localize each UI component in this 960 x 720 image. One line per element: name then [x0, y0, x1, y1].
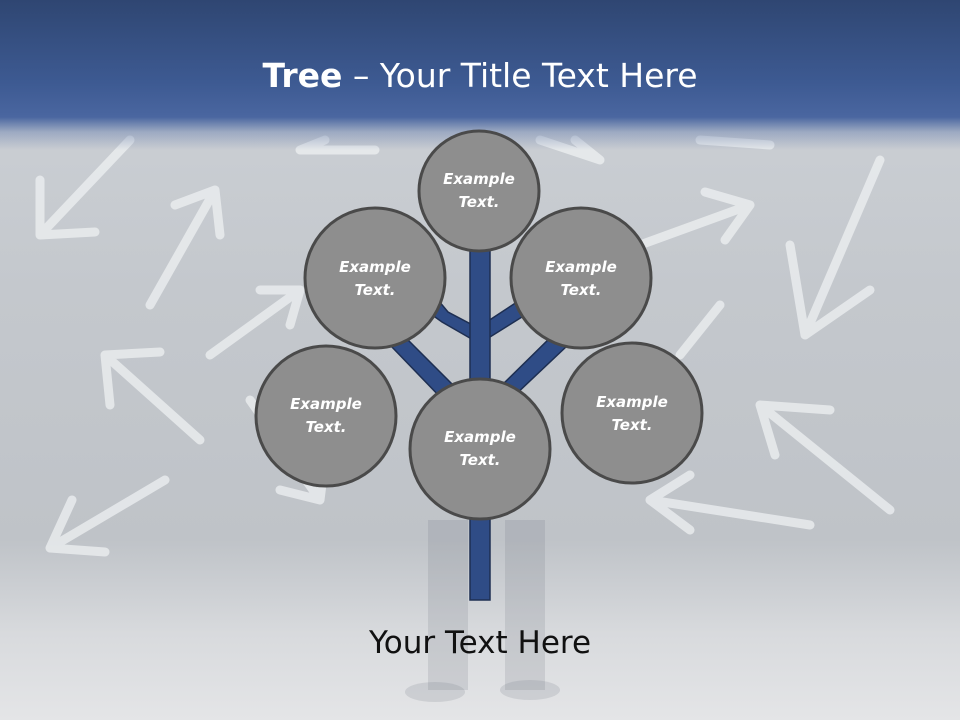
chalk-arrow	[35, 135, 135, 240]
node-top-label: Example Text.	[419, 168, 539, 214]
node-lower-left-label: Example Text.	[266, 393, 386, 439]
node-lower-right-circle	[560, 341, 704, 485]
chalk-arrow	[145, 185, 225, 310]
person-silhouette-leg	[428, 520, 468, 690]
node-center-label: Example Text.	[420, 426, 540, 472]
person-silhouette-shoe	[405, 682, 465, 702]
node-lower-right-label: Example Text.	[572, 391, 692, 437]
node-lower-left-circle	[254, 344, 398, 488]
chalk-arrow	[755, 400, 895, 515]
node-label-line: Example	[443, 170, 515, 188]
node-upper-right-label: Example Text.	[521, 256, 641, 302]
node-label-line: Example	[545, 258, 617, 276]
chalk-arrow	[635, 187, 755, 250]
node-label-line: Example	[339, 258, 411, 276]
slide-title: Tree – Your Title Text Here	[0, 54, 960, 98]
person-silhouette-leg	[505, 520, 545, 690]
node-label-line: Text.	[459, 451, 501, 469]
chalk-arrow	[100, 347, 205, 445]
chalk-arrow	[785, 155, 885, 340]
node-label-line: Text.	[354, 281, 396, 299]
node-label-line: Example	[444, 428, 516, 446]
chalk-arrow	[675, 300, 725, 360]
node-label-line: Text.	[560, 281, 602, 299]
node-label-line: Example	[290, 395, 362, 413]
node-label-line: Text.	[305, 418, 347, 436]
chalk-arrow	[645, 470, 815, 535]
slide-caption: Your Text Here	[368, 625, 592, 661]
node-upper-left-label: Example Text.	[315, 256, 435, 302]
chalk-arrow	[205, 285, 305, 360]
node-top-circle	[417, 129, 541, 253]
node-center-circle	[408, 377, 552, 521]
chalk-arrow	[45, 475, 170, 557]
node-label-line: Text.	[611, 416, 653, 434]
title-bold: Tree	[262, 56, 343, 95]
node-label-line: Example	[596, 393, 668, 411]
node-upper-left-circle	[303, 206, 447, 350]
person-silhouette-shoe	[500, 680, 560, 700]
title-rest: – Your Title Text Here	[342, 56, 698, 95]
node-upper-right-circle	[509, 206, 653, 350]
node-label-line: Text.	[458, 193, 500, 211]
title-bar	[0, 0, 960, 150]
